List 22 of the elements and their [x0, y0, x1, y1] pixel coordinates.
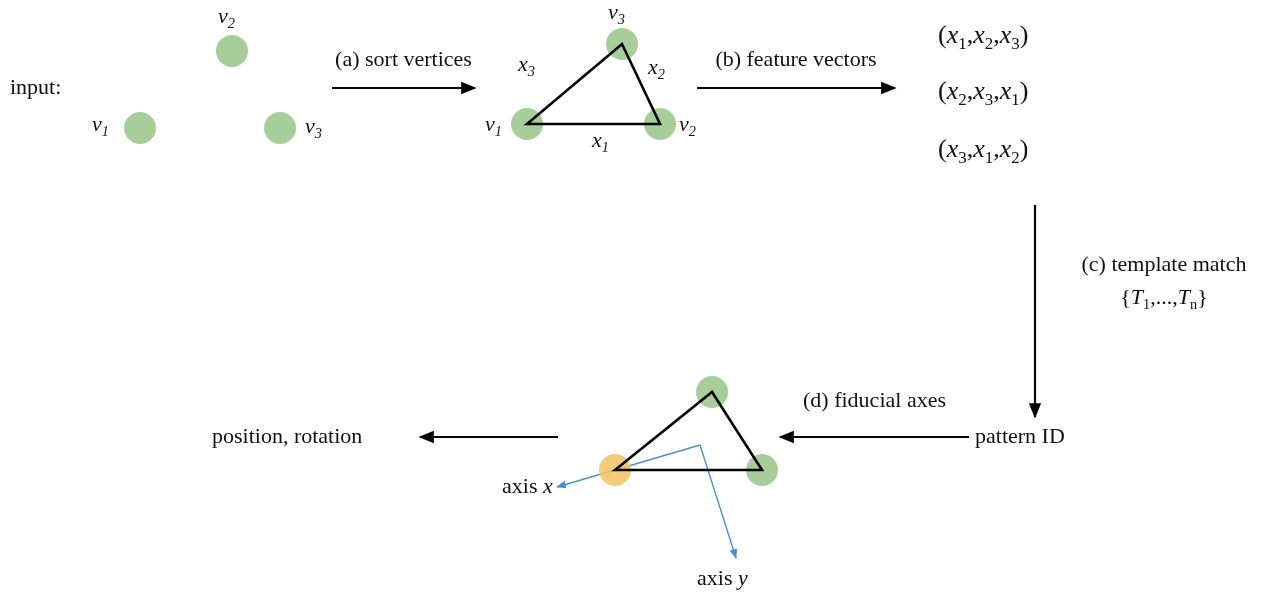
axis-label: axis y — [697, 566, 748, 591]
math-label: v$_{2}$ — [679, 112, 696, 141]
step-output-text: pattern ID — [975, 424, 1065, 449]
feature-vector: (x$_{1}$,x$_{2}$,x$_{3}$) — [938, 21, 1029, 54]
math-label: v$_{1}$ — [485, 112, 502, 141]
feature-vector: (x$_{2}$,x$_{3}$,x$_{1}$) — [938, 77, 1029, 110]
math-label: v$_{1}$ — [92, 112, 109, 141]
math-label: x$_{2}$ — [648, 55, 665, 84]
math-label: v$_{3}$ — [608, 0, 625, 29]
axis-label: axis x — [502, 474, 553, 499]
math-label: x$_{3}$ — [518, 52, 535, 81]
arrow — [332, 81, 477, 95]
feature-vector: (x$_{3}$,x$_{1}$,x$_{2}$) — [938, 135, 1029, 168]
arrow — [778, 430, 969, 444]
arrow — [1028, 205, 1042, 419]
step-output-text: position, rotation — [212, 424, 363, 449]
arrow — [418, 430, 558, 444]
caption-text: input: — [10, 75, 62, 100]
math-label: v$_{3}$ — [305, 114, 322, 143]
math-label: x$_{1}$ — [592, 128, 609, 157]
arrow — [697, 81, 897, 95]
math-label: v$_{2}$ — [218, 4, 235, 33]
